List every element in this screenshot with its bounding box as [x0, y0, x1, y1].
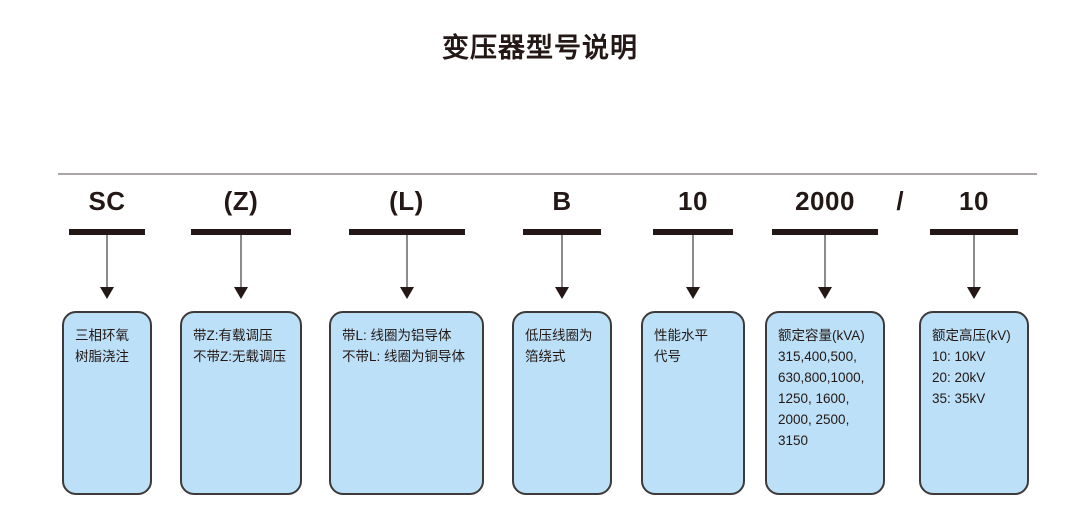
description-line: 2000, 2500,: [778, 412, 850, 427]
segment-arrow-shaft-1: [106, 235, 108, 291]
segment-arrow-head-5: [686, 287, 700, 299]
description-box-3: 带L: 线圈为铝导体 不带L: 线圈为铜导体: [329, 311, 484, 495]
segment-code-1: SC: [88, 186, 126, 216]
segment-arrow-shaft-2: [240, 235, 242, 291]
description-line: 10: 10kV: [932, 349, 986, 364]
segment-code-5: 10: [678, 186, 708, 216]
segment-underline-6: [772, 229, 878, 235]
description-line: 性能水平: [654, 328, 708, 343]
segment-underline-5: [653, 229, 733, 235]
page-title: 变压器型号说明: [442, 33, 638, 63]
description-line: 低压线圈为: [525, 328, 593, 343]
description-line: 额定容量(kVA): [778, 328, 865, 343]
segment-arrow-head-1: [100, 287, 114, 299]
description-box-5: 性能水平 代号: [641, 311, 745, 495]
segment-underline-7: [930, 229, 1018, 235]
separator-slash: /: [896, 186, 904, 216]
description-line: 不带Z:无载调压: [193, 349, 286, 364]
description-line: 三相环氧: [75, 328, 129, 343]
description-line: 35: 35kV: [932, 391, 986, 406]
description-line: 630,800,1000,: [778, 370, 865, 385]
segment-underline-3: [348, 229, 465, 235]
description-line: 代号: [654, 349, 681, 364]
description-box-6: 额定容量(kVA) 315,400,500, 630,800,1000, 125…: [765, 311, 885, 495]
description-line: 315,400,500,: [778, 349, 857, 364]
description-line: 20: 20kV: [932, 370, 986, 385]
description-line: 额定高压(kV): [932, 328, 1011, 343]
segment-underline-2: [191, 229, 291, 235]
description-line: 不带L: 线圈为铜导体: [342, 349, 466, 364]
segment-code-4: B: [552, 186, 572, 216]
description-line: 带L: 线圈为铝导体: [342, 328, 452, 343]
segment-arrow-shaft-5: [692, 235, 694, 291]
description-box-4: 低压线圈为 箔绕式: [512, 311, 612, 495]
segment-arrow-shaft-7: [973, 235, 975, 291]
description-box-7: 额定高压(kV) 10: 10kV 20: 20kV 35: 35kV: [919, 311, 1029, 495]
segment-arrow-head-7: [967, 287, 981, 299]
description-line: 树脂浇注: [75, 349, 129, 364]
description-box-2: 带Z:有载调压 不带Z:无载调压: [180, 311, 302, 495]
description-line: 箔绕式: [525, 349, 566, 364]
segment-code-7: 10: [959, 186, 989, 216]
description-line: 带Z:有载调压: [193, 328, 273, 343]
segment-code-3: (L): [389, 186, 424, 216]
segment-arrow-shaft-4: [561, 235, 563, 291]
segment-underline-4: [523, 229, 601, 235]
description-line: 3150: [778, 433, 809, 448]
segment-arrow-shaft-6: [824, 235, 826, 291]
segment-underline-1: [69, 229, 145, 235]
description-line: 1250, 1600,: [778, 391, 850, 406]
segment-code-6: 2000: [795, 186, 855, 216]
segment-arrow-head-2: [234, 287, 248, 299]
segment-code-2: (Z): [223, 186, 259, 216]
segment-arrow-head-4: [555, 287, 569, 299]
segment-arrow-head-3: [399, 287, 414, 299]
segment-arrow-head-6: [818, 287, 832, 299]
segment-arrow-shaft-3: [405, 235, 408, 291]
description-box-1: 三相环氧 树脂浇注: [62, 311, 152, 495]
header-divider: [58, 173, 1037, 175]
